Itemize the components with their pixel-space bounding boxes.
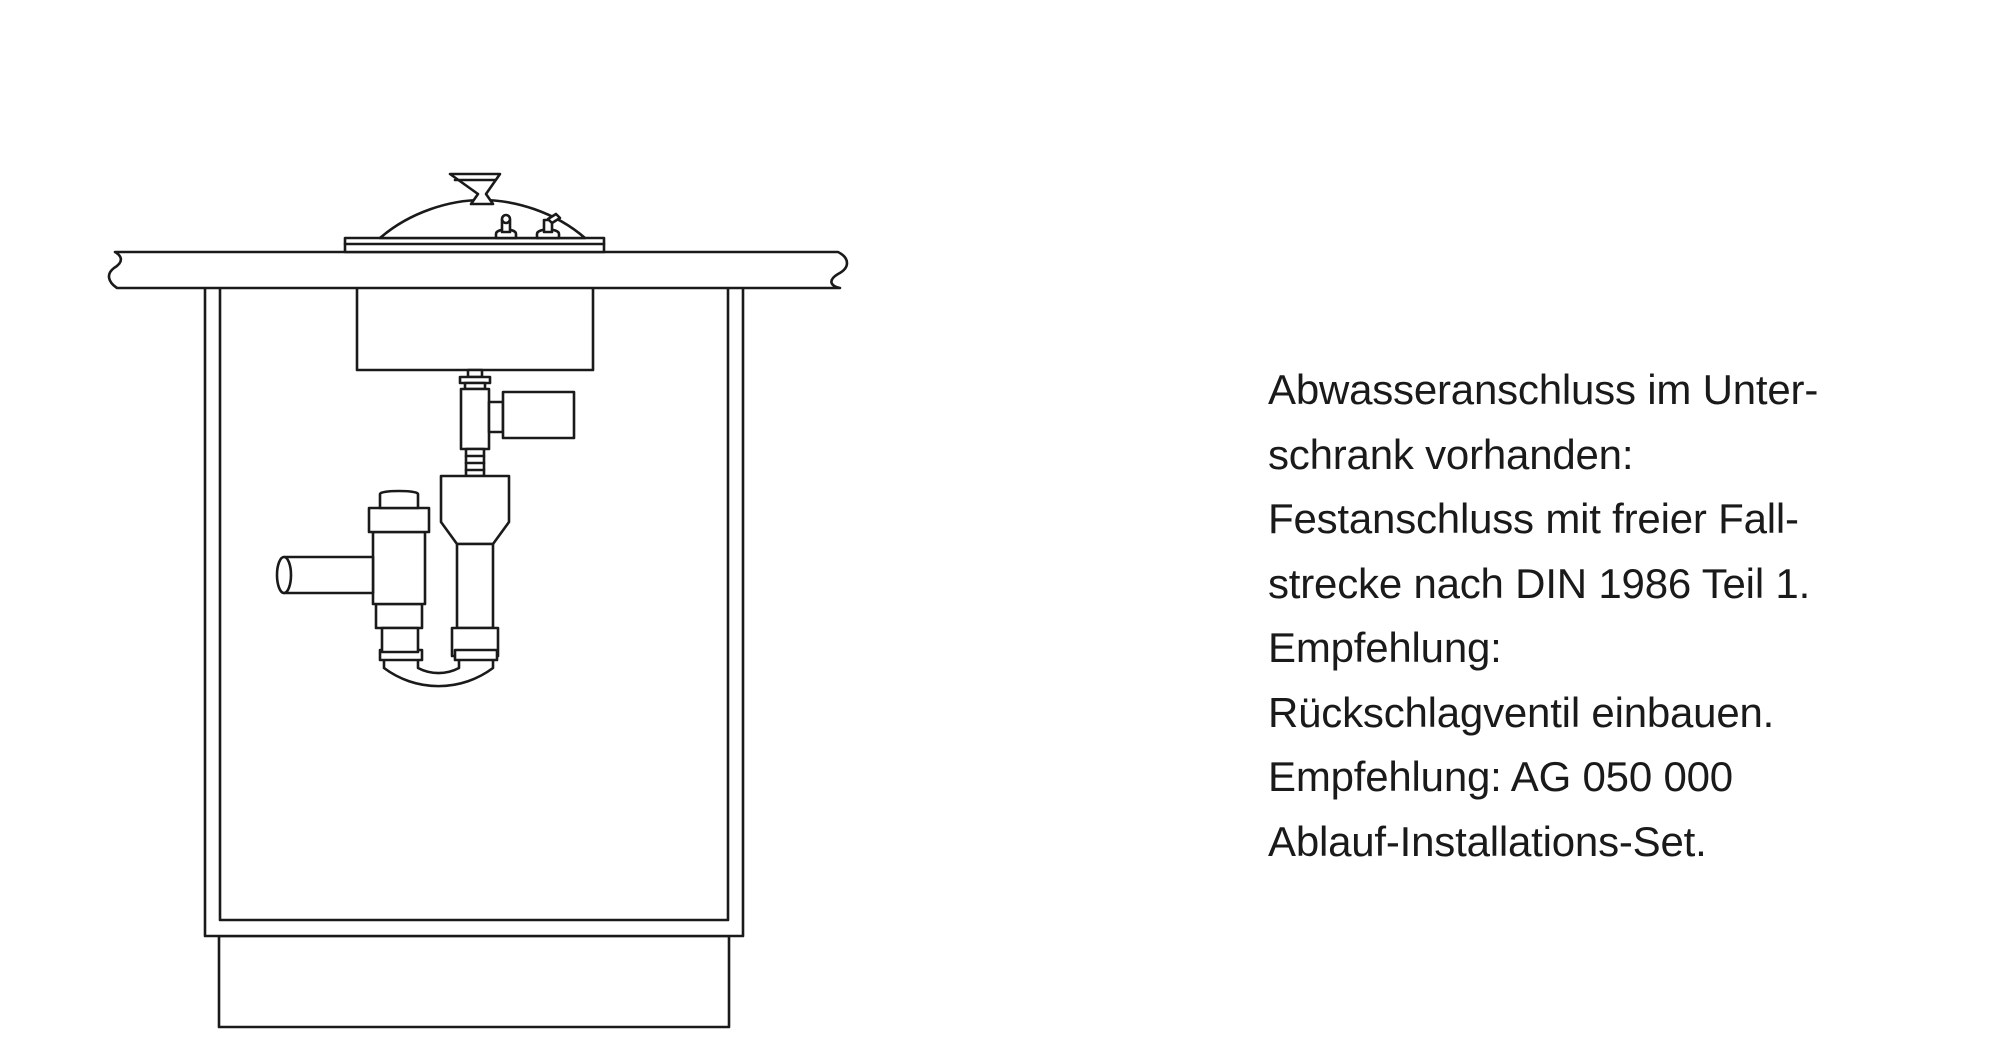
note-line: Empfehlung: AG 050 000	[1268, 753, 1733, 800]
note-line: strecke nach DIN 1986 Teil 1.	[1268, 559, 1811, 607]
note-line: Empfehlung:	[1268, 624, 1502, 671]
installation-note: Abwasseranschluss im Unter- schrank vorh…	[1268, 358, 1968, 874]
trap-left-leg	[380, 626, 420, 654]
drain-connector	[458, 368, 492, 391]
note-line: Rückschlagventil einbauen.	[1268, 688, 1775, 736]
note-line: schrank vorhanden:	[1268, 430, 1634, 478]
valve-side-housing	[501, 390, 576, 440]
siphon-u-bend	[382, 654, 495, 688]
trap-upper-body	[371, 530, 427, 606]
countertop	[107, 250, 849, 290]
valve-side-connector	[487, 400, 505, 434]
cabinet-plinth	[217, 934, 731, 1029]
threaded-stem	[464, 447, 486, 478]
sink-basin	[355, 284, 595, 372]
valve-body	[459, 387, 491, 451]
trap-left-nut	[374, 602, 424, 630]
drain-funnel	[439, 474, 511, 546]
note-line: Festanschluss mit freier Fall-	[1268, 495, 1799, 542]
lid-knob	[448, 172, 502, 206]
trap-top-cap	[378, 489, 420, 510]
drop-pipe	[455, 542, 495, 630]
outlet-pipe-end	[275, 555, 293, 595]
trap-upper-cap	[367, 506, 431, 534]
note-line: Abwasseranschluss im Unter-	[1268, 366, 1819, 413]
lid-fittings	[494, 212, 562, 240]
note-line: Ablauf-Installations-Set.	[1268, 817, 1707, 865]
outlet-pipe	[282, 555, 375, 595]
